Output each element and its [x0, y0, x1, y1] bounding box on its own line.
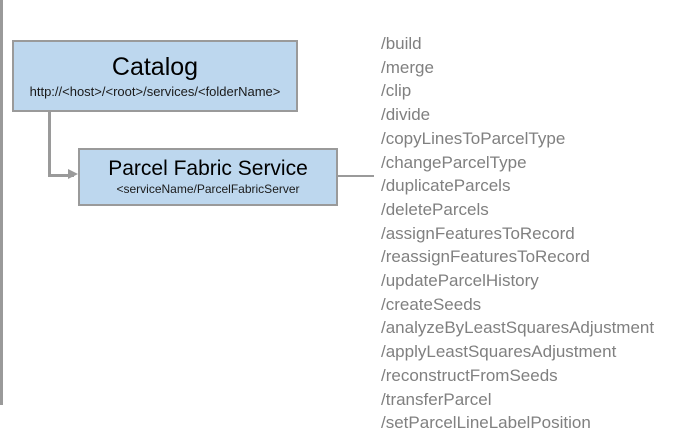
- operation-item[interactable]: /updateParcelHistory: [381, 271, 539, 291]
- operation-item[interactable]: /clip: [381, 81, 412, 101]
- operation-item[interactable]: /deleteParcels: [381, 199, 489, 219]
- operation-item[interactable]: /createSeeds: [381, 294, 482, 314]
- connector-catalog-vertical: [48, 110, 51, 177]
- connector-service-to-operations: [338, 175, 374, 177]
- operation-item[interactable]: /reconstructFromSeeds: [381, 365, 558, 385]
- connector-catalog-horizontal: [48, 174, 74, 177]
- operation-item[interactable]: /assignFeaturesToRecord: [381, 223, 575, 243]
- operation-item[interactable]: /duplicateParcels: [381, 176, 511, 196]
- operation-item[interactable]: /divide: [381, 105, 431, 125]
- operation-item[interactable]: /merge: [381, 57, 434, 77]
- arrowhead-icon: [68, 169, 78, 179]
- node-catalog-title: Catalog: [111, 52, 199, 81]
- node-parcel-fabric-service[interactable]: Parcel Fabric Service <serviceName/Parce…: [78, 148, 338, 206]
- operation-item[interactable]: /setParcelLineLabelPosition: [381, 413, 591, 433]
- node-catalog-subtitle: http://<host>/<root>/services/<folderNam…: [29, 83, 281, 99]
- operations-divider-line: [0, 0, 3, 405]
- operation-item[interactable]: /build: [381, 34, 422, 53]
- operation-item[interactable]: /applyLeastSquaresAdjustment: [381, 342, 617, 362]
- operation-item[interactable]: /reassignFeaturesToRecord: [381, 247, 590, 267]
- node-catalog[interactable]: Catalog http://<host>/<root>/services/<f…: [12, 40, 298, 112]
- operation-item[interactable]: /changeParcelType: [381, 152, 527, 172]
- operation-item[interactable]: /analyzeByLeastSquaresAdjustment: [381, 318, 655, 338]
- operation-item[interactable]: /transferParcel: [381, 389, 492, 409]
- node-parcel-fabric-service-subtitle: <serviceName/ParcelFabricServer: [116, 182, 300, 197]
- operation-item[interactable]: /copyLinesToParcelType: [381, 128, 566, 148]
- node-parcel-fabric-service-title: Parcel Fabric Service: [108, 157, 308, 181]
- operations-list: /build/merge/clip/divide/copyLinesToParc…: [381, 32, 681, 435]
